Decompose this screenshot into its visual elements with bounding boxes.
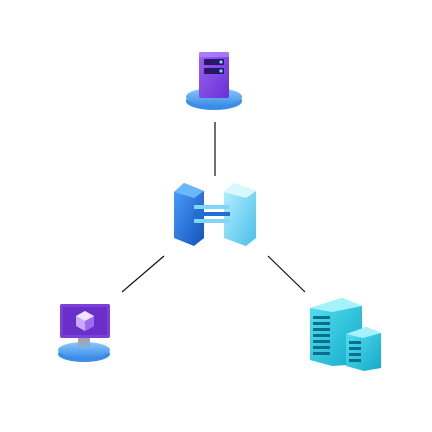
hybrid-connection-icon — [174, 183, 256, 246]
edge-hub-vm — [121, 255, 165, 293]
datacenter-buildings-icon — [310, 298, 381, 371]
connectors — [121, 122, 306, 293]
edge-hub-datacenter — [267, 255, 306, 293]
virtual-machine-icon — [58, 304, 110, 362]
server-icon — [186, 52, 242, 110]
